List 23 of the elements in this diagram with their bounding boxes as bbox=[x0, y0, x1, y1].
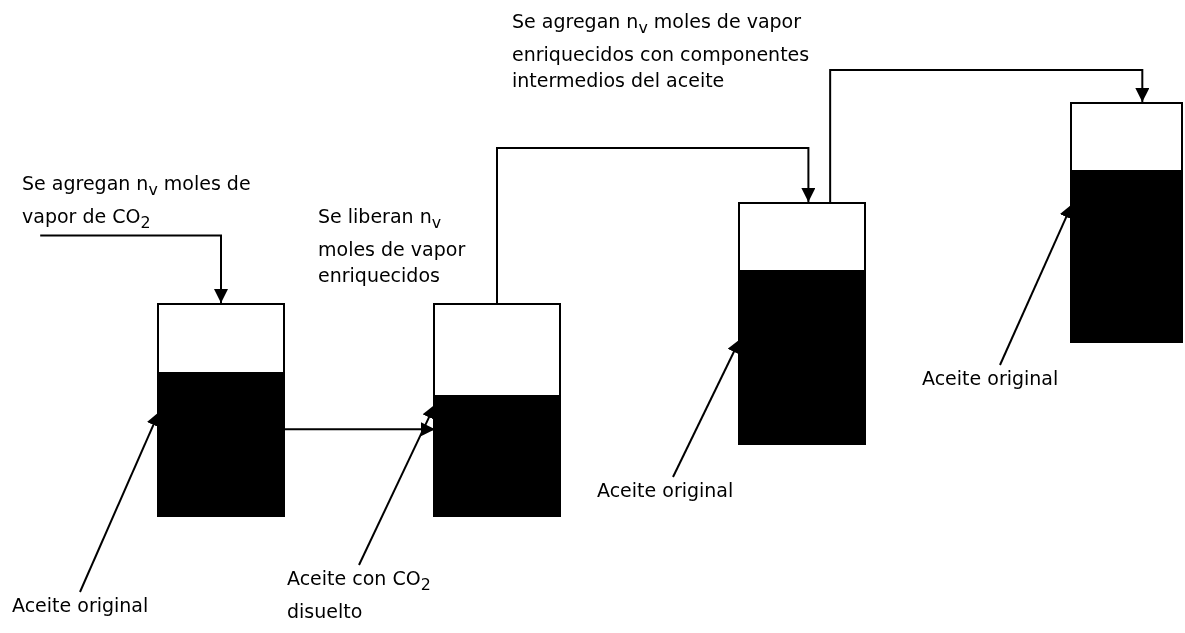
leader-line bbox=[672, 338, 741, 478]
annotation-text: Aceite original bbox=[12, 592, 212, 618]
oil-layer bbox=[1072, 170, 1181, 341]
oil-layer bbox=[435, 395, 559, 515]
arrow bbox=[496, 147, 816, 304]
edge-label: Se agregan n$_{v}$ moles de vapor enriquecidos con componentes intermedios del aceite bbox=[512, 9, 811, 93]
annotation-text: Aceite original bbox=[597, 477, 797, 503]
leader-line bbox=[358, 403, 436, 566]
oil-layer bbox=[159, 372, 283, 515]
leader-line bbox=[79, 411, 160, 593]
annotation-text: Aceite con CO$_{2}$ disuelto bbox=[287, 565, 487, 624]
sample-cell bbox=[157, 303, 285, 517]
oil-layer bbox=[740, 270, 864, 443]
annotation-text: Se agregan n$_{v}$ moles de vapor de CO$_{2}$ bbox=[22, 170, 282, 236]
sample-cell bbox=[433, 303, 561, 517]
annotation-text: Se liberan n$_{v}$ moles de vapor enriquecidos bbox=[318, 204, 467, 288]
arrow bbox=[829, 69, 1150, 203]
sample-cell bbox=[738, 202, 866, 445]
arrow bbox=[39, 234, 228, 304]
leader-line bbox=[999, 203, 1073, 366]
sample-cell bbox=[1070, 102, 1183, 343]
arrow bbox=[282, 422, 436, 437]
annotation-text: Aceite original bbox=[922, 365, 1122, 391]
